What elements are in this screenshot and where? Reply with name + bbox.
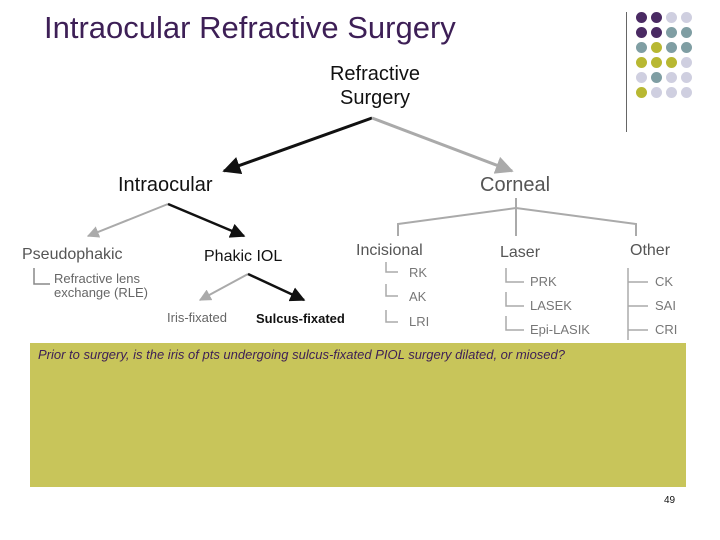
decor-dot [681,42,692,53]
page-number: 49 [664,495,676,506]
node-epi-lasik: Epi-LASIK [530,322,590,337]
arrow-root-to-intraocular [222,116,373,175]
node-other: Other [630,242,671,259]
rle-connector [33,268,50,285]
node-refractive-lens-exchange: Refractive lens exchange (RLE) [54,271,148,300]
node-incisional: Incisional [356,242,423,259]
node-lri: LRI [409,314,430,329]
decor-dot [651,12,662,23]
node-sulcus-fixated: Sulcus-fixated [256,311,345,326]
decor-dot [681,72,692,83]
decor-dot [636,12,647,23]
decor-dot [636,87,647,98]
decor-dot [651,27,662,38]
node-lasek: LASEK [530,298,572,313]
decor-dot [666,87,677,98]
node-intraocular: Intraocular [118,174,213,196]
arrow-intraocular-to-phakic [167,202,246,238]
decor-dot [636,42,647,53]
decor-dot [636,57,647,68]
decor-dot [666,57,677,68]
vertical-divider [626,12,627,132]
decor-dot [636,72,647,83]
decor-dot [651,87,662,98]
decor-dot [666,72,677,83]
decor-dot [651,42,662,53]
question-text: Prior to surgery, is the iris of pts und… [38,347,565,362]
node-prk: PRK [530,274,557,289]
decor-dot [681,57,692,68]
node-iris-fixated: Iris-fixated [167,310,227,325]
node-cri: CRI [655,322,678,337]
question-box: Prior to surgery, is the iris of pts und… [30,343,686,487]
node-pseudophakic: Pseudophakic [22,246,123,263]
decor-dot [681,12,692,23]
node-sai: SAI [655,298,676,313]
node-corneal: Corneal [480,174,551,196]
decor-dot [681,87,692,98]
arrow-intraocular-to-pseudophakic [86,203,169,238]
arrow-phakic-to-iris [198,273,249,301]
node-ak: AK [409,289,427,304]
decor-dot [666,12,677,23]
node-refractive-surgery: Refractive Surgery [329,63,421,109]
node-laser: Laser [500,244,541,261]
slide-title: Intraocular Refractive Surgery [44,10,456,45]
decor-dot [636,27,647,38]
arrow-root-to-corneal [371,116,514,174]
decor-dot [651,57,662,68]
decor-dot [651,72,662,83]
decor-dot [666,27,677,38]
decor-dot [681,27,692,38]
decor-dot [666,42,677,53]
node-phakic-iol: Phakic IOL [204,248,283,265]
node-ck: CK [655,274,674,289]
arrow-phakic-to-sulcus [247,272,306,302]
node-rk: RK [409,265,428,280]
